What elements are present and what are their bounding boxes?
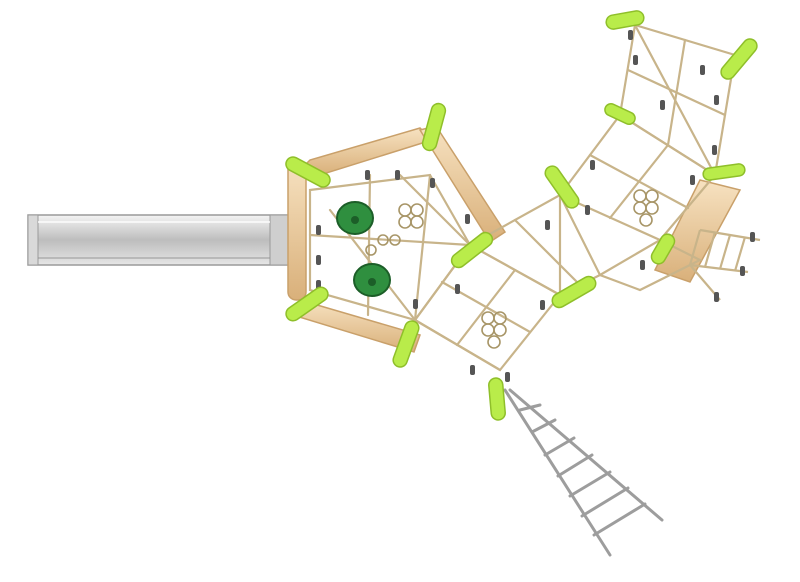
net-knots bbox=[365, 189, 659, 349]
rope-clamps bbox=[316, 30, 755, 382]
green-posts bbox=[285, 10, 758, 421]
rope-nets bbox=[308, 23, 737, 372]
climbing-holds bbox=[336, 201, 391, 297]
wooden-logs bbox=[287, 125, 742, 353]
steel-ladder bbox=[503, 388, 664, 557]
slide bbox=[27, 214, 306, 266]
